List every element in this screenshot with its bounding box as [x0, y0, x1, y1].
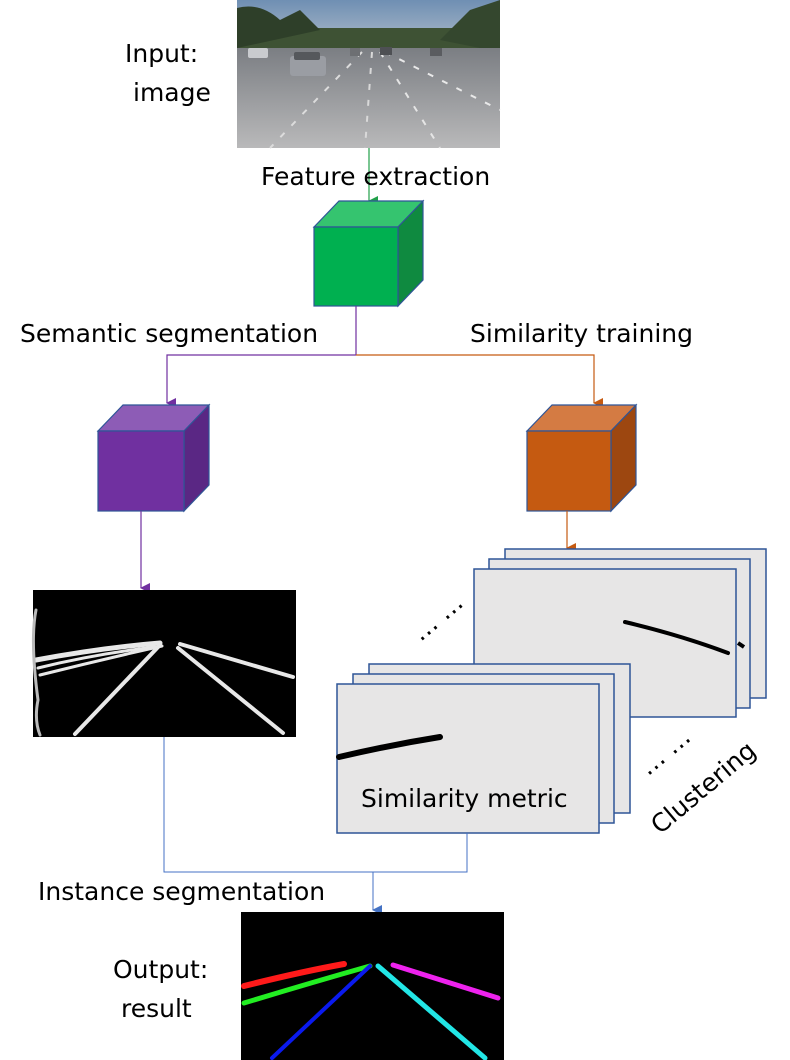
ellipsis-lower: … …: [633, 722, 696, 781]
binary-segmentation-mask: [31, 590, 296, 737]
feature-cube: [312, 199, 425, 308]
merge-connectors: [163, 737, 468, 915]
output-label-line2: result: [121, 994, 192, 1023]
similarity-metric-label: Similarity metric: [361, 784, 568, 813]
semantic-segmentation-label: Semantic segmentation: [20, 319, 318, 348]
semantic-cube: [96, 403, 211, 513]
input-label-line2: image: [133, 78, 211, 107]
car-shape: [290, 56, 326, 76]
similarity-stack-lower: [336, 663, 631, 834]
feature-extraction-label: Feature extraction: [261, 162, 490, 191]
output-label-line1: Output:: [113, 955, 208, 984]
similarity-training-label: Similarity training: [470, 319, 693, 348]
input-label-line1: Input:: [125, 39, 198, 68]
output-result-image: [241, 912, 504, 1060]
similarity-cube: [525, 403, 638, 513]
input-road-photo: [237, 0, 501, 149]
instance-segmentation-label: Instance segmentation: [38, 877, 325, 906]
ellipsis-upper: … …: [406, 587, 469, 646]
branch-connectors: [166, 306, 603, 408]
